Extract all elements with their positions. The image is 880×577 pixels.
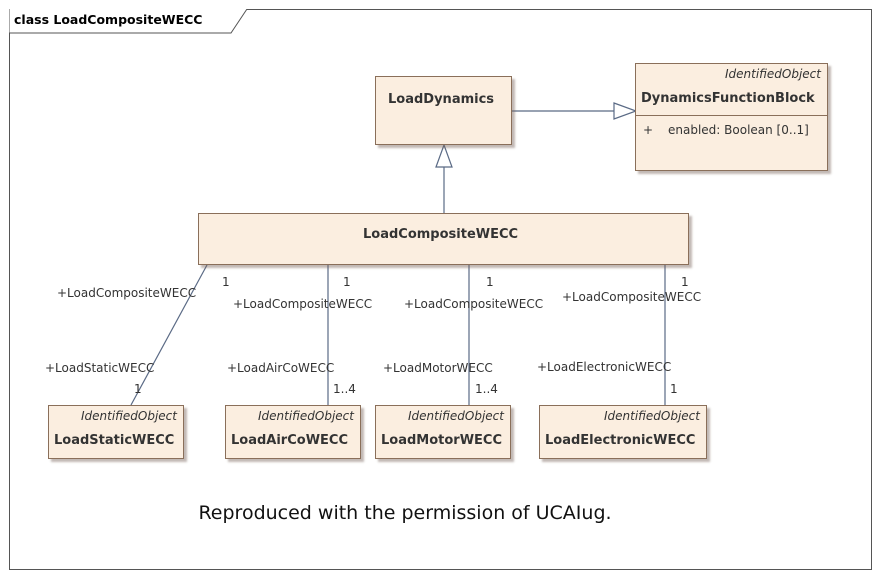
association-electronic-target-role: +LoadElectronicWECC <box>537 360 672 374</box>
diagram-frame <box>9 9 872 570</box>
class-name: LoadAirCoWECC <box>231 433 348 448</box>
association-motor-source-role: +LoadCompositeWECC <box>404 297 544 311</box>
class-load-composite-wecc[interactable]: LoadCompositeWECC <box>198 213 689 265</box>
class-stereotype: IdentifiedObject <box>407 409 504 423</box>
class-stereotype: IdentifiedObject <box>257 409 354 423</box>
permission-caption: Reproduced with the permission of UCAIug… <box>0 502 880 524</box>
association-electronic-source-role: +LoadCompositeWECC <box>562 290 702 304</box>
attribute-enabled: enabled: Boolean [0..1] <box>668 123 809 137</box>
class-name: LoadElectronicWECC <box>545 433 696 448</box>
association-line-static <box>130 264 208 406</box>
class-name: LoadCompositeWECC <box>363 227 519 242</box>
class-name: LoadMotorWECC <box>381 433 503 448</box>
association-airco-source-multiplicity: 1 <box>343 275 351 289</box>
association-static-target-multiplicity: 1 <box>134 382 142 396</box>
association-electronic-target-multiplicity: 1 <box>670 382 678 396</box>
frame-title-tab <box>9 9 248 34</box>
association-static-source-multiplicity: 1 <box>222 275 230 289</box>
association-electronic-source-multiplicity: 1 <box>681 275 689 289</box>
class-stereotype: IdentifiedObject <box>80 409 177 423</box>
class-name: LoadDynamics <box>388 92 495 107</box>
association-airco-target-multiplicity: 1..4 <box>333 382 356 396</box>
association-static-source-role: +LoadCompositeWECC <box>57 286 197 300</box>
association-motor-target-multiplicity: 1..4 <box>475 382 498 396</box>
association-motor-target-role: +LoadMotorWECC <box>383 361 493 375</box>
association-motor-source-multiplicity: 1 <box>486 275 494 289</box>
class-name: DynamicsFunctionBlock <box>641 91 815 106</box>
class-stereotype: IdentifiedObject <box>724 67 821 81</box>
generalization-arrow-dynamics <box>613 102 638 120</box>
class-name: LoadStaticWECC <box>54 433 175 448</box>
attribute-separator <box>636 115 827 116</box>
caption-text: Reproduced with the permission of UCAIug… <box>198 502 612 524</box>
class-load-dynamics[interactable]: LoadDynamics <box>375 76 512 145</box>
class-dynamics-function-block[interactable]: IdentifiedObject DynamicsFunctionBlock +… <box>635 63 828 171</box>
generalization-arrow-composite <box>435 143 453 168</box>
class-stereotype: IdentifiedObject <box>603 409 700 423</box>
association-airco-target-role: +LoadAirCoWECC <box>227 361 335 375</box>
frame-title: class LoadCompositeWECC <box>14 12 203 27</box>
class-load-airco-wecc[interactable]: IdentifiedObject LoadAirCoWECC <box>225 405 361 459</box>
association-airco-source-role: +LoadCompositeWECC <box>233 297 373 311</box>
attribute-visibility: + <box>643 123 654 137</box>
class-load-motor-wecc[interactable]: IdentifiedObject LoadMotorWECC <box>375 405 511 459</box>
association-static-target-role: +LoadStaticWECC <box>45 361 155 375</box>
class-load-static-wecc[interactable]: IdentifiedObject LoadStaticWECC <box>48 405 184 459</box>
class-load-electronic-wecc[interactable]: IdentifiedObject LoadElectronicWECC <box>539 405 707 459</box>
